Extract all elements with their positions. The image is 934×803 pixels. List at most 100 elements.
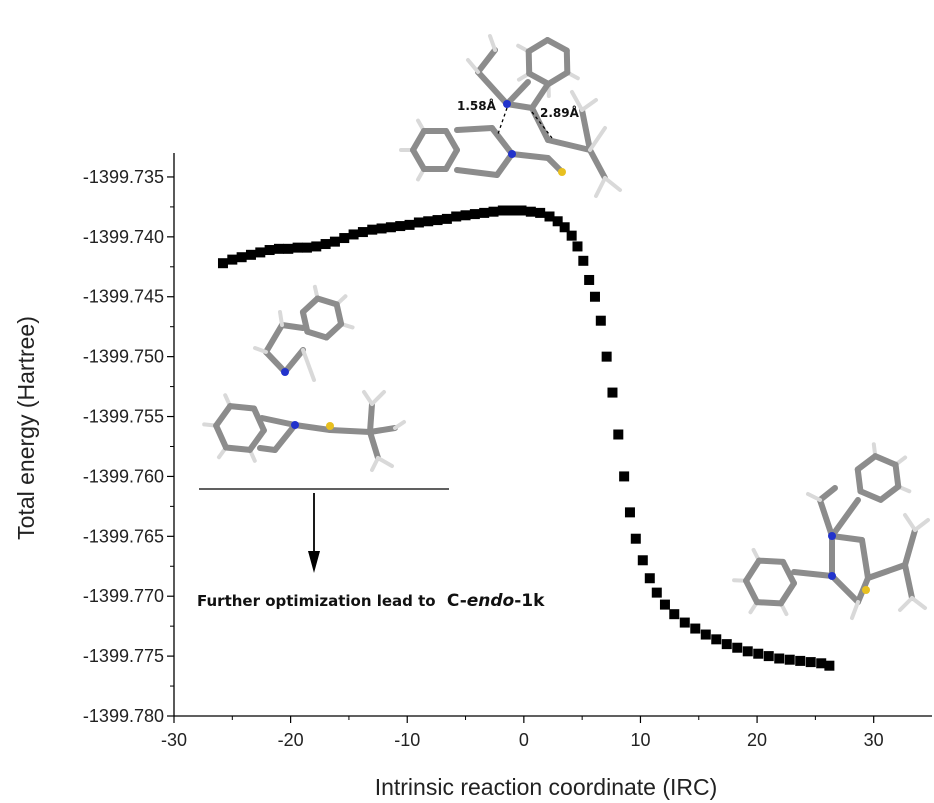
bond	[544, 37, 570, 54]
data-point	[329, 236, 340, 247]
bond	[213, 422, 229, 451]
data-point	[711, 634, 722, 645]
bond	[454, 125, 495, 133]
bond	[753, 599, 784, 607]
y-tick-label: -1399.735	[83, 167, 164, 187]
bond	[594, 176, 607, 198]
data-point	[690, 623, 701, 634]
bond	[475, 69, 510, 107]
bond	[829, 533, 865, 543]
bond	[251, 405, 267, 434]
nitrogen-atom	[508, 150, 516, 158]
data-point	[630, 533, 641, 544]
bond	[301, 348, 316, 382]
data-point	[578, 255, 589, 266]
x-tick-label: -20	[278, 730, 304, 750]
bond	[806, 492, 822, 502]
bond-label-2: 2.89Å	[540, 105, 580, 120]
bond	[817, 497, 835, 539]
data-point	[227, 254, 238, 265]
bond	[504, 79, 531, 107]
y-tick-label: -1399.760	[83, 466, 164, 486]
bond	[466, 58, 480, 74]
data-point	[552, 216, 563, 227]
y-tick-label: -1399.745	[83, 287, 164, 307]
bond	[545, 137, 593, 153]
bond	[817, 485, 838, 503]
bond	[304, 328, 330, 341]
bond	[780, 558, 797, 587]
data-point	[273, 243, 284, 254]
data-point	[525, 206, 536, 217]
sulfur-atom	[862, 586, 870, 594]
x-tick-label: 0	[519, 730, 529, 750]
bond	[563, 47, 571, 76]
bond	[227, 403, 258, 412]
molecule-transition-state	[399, 34, 622, 198]
data-point	[413, 217, 424, 228]
bond	[579, 107, 593, 153]
bond	[410, 147, 427, 173]
data-point	[217, 258, 228, 269]
y-tick-labels: -1399.735-1399.740-1399.745-1399.750-139…	[83, 167, 164, 726]
bond-label-1: 1.58Å	[457, 98, 497, 113]
bond	[898, 596, 914, 612]
sulfur-atom	[558, 168, 566, 176]
data-series	[217, 205, 835, 671]
data-point	[488, 206, 499, 217]
bond	[854, 453, 879, 473]
bond	[475, 47, 498, 75]
data-point	[516, 205, 527, 216]
bond	[859, 537, 871, 581]
data-point	[292, 242, 303, 253]
bond	[902, 562, 915, 601]
bond	[580, 98, 598, 112]
y-tick-label: -1399.755	[83, 407, 164, 427]
data-point	[572, 241, 583, 252]
bond	[903, 513, 917, 532]
data-point	[357, 227, 368, 238]
bond	[367, 429, 381, 461]
nitrogen-atom	[291, 421, 299, 429]
data-point	[595, 315, 606, 326]
data-point	[441, 213, 452, 224]
data-point	[669, 609, 680, 620]
data-point	[566, 230, 577, 241]
bond	[587, 147, 608, 181]
y-tick-label: -1399.740	[83, 227, 164, 247]
y-tick-label: -1399.765	[83, 526, 164, 546]
y-axis-title: Total energy (Hartree)	[13, 316, 39, 540]
bond	[529, 105, 551, 143]
bond	[829, 573, 861, 605]
molecule-product	[732, 442, 930, 620]
bond	[913, 518, 930, 532]
data-point	[320, 239, 331, 250]
x-tick-label: 30	[864, 730, 884, 750]
data-point	[805, 657, 816, 668]
data-point	[619, 471, 630, 482]
bond	[362, 390, 374, 406]
bond	[743, 557, 763, 584]
bond	[370, 390, 386, 406]
bond	[850, 600, 860, 620]
y-tick-label: -1399.770	[83, 586, 164, 606]
bond	[454, 167, 500, 178]
bond	[367, 401, 375, 435]
x-tick-label: -30	[161, 730, 187, 750]
data-point	[700, 629, 711, 640]
data-point	[423, 216, 434, 227]
bond	[603, 176, 622, 192]
bond	[299, 309, 311, 335]
bond	[278, 310, 284, 327]
data-point	[245, 249, 256, 260]
data-point	[535, 207, 546, 218]
bond	[910, 596, 927, 610]
x-tick-label: 20	[747, 730, 767, 750]
data-point	[283, 243, 294, 254]
data-point	[460, 210, 471, 221]
bond	[253, 346, 268, 354]
bond	[272, 422, 298, 453]
arrow-head-icon	[308, 551, 320, 573]
data-point	[644, 573, 655, 584]
bond	[494, 151, 515, 178]
